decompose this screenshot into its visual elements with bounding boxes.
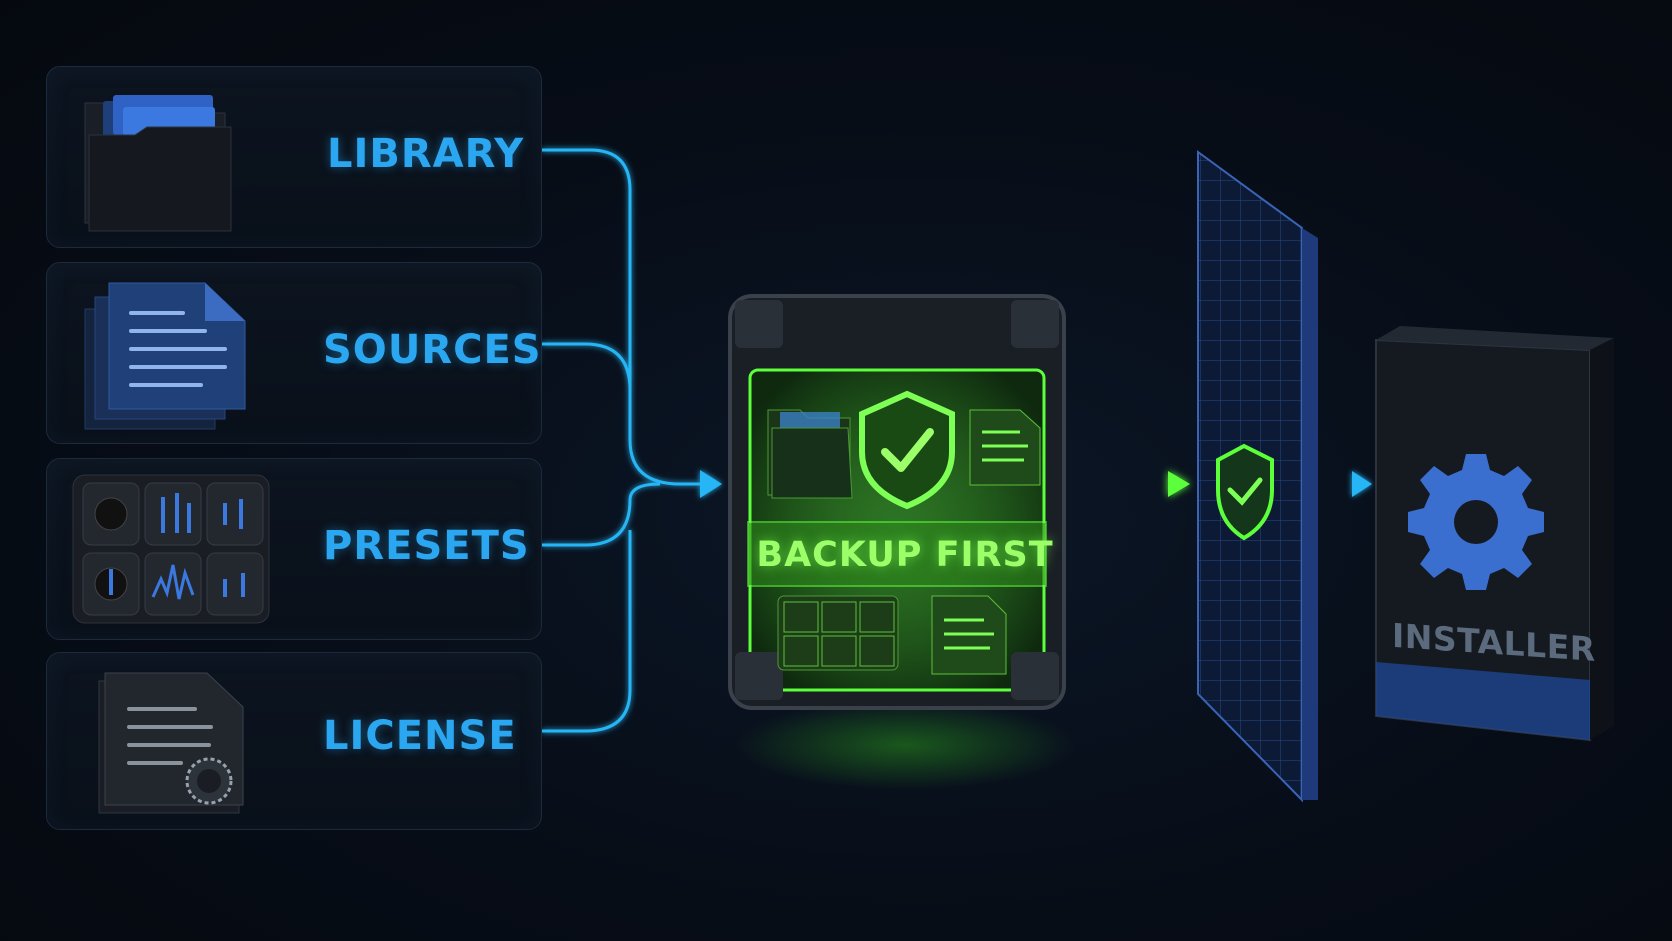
library-panel: LIBRARY [46,66,542,248]
presets-label: PRESETS [323,523,530,569]
connector-license [542,530,632,733]
gear-icon [1408,454,1544,590]
folder-icon [84,95,232,232]
license-panel: LICENSE [46,652,542,830]
arrow-to-backup [700,470,722,498]
shield-check-icon [859,390,955,510]
documents-icon [84,282,246,430]
sources-label: SOURCES [323,327,542,373]
library-label: LIBRARY [327,131,525,177]
firewall-shield-icon [1216,443,1274,541]
preset-controls-icon [72,474,270,624]
license-label: LICENSE [323,713,517,759]
sources-panel: SOURCES [46,262,542,444]
connector-library [542,148,700,486]
license-certificate-icon [98,672,244,814]
connector-presets [542,482,661,547]
presets-panel: PRESETS [46,458,542,640]
connector-sources [542,342,632,391]
backup-label: BACKUP FIRST [756,535,1054,575]
